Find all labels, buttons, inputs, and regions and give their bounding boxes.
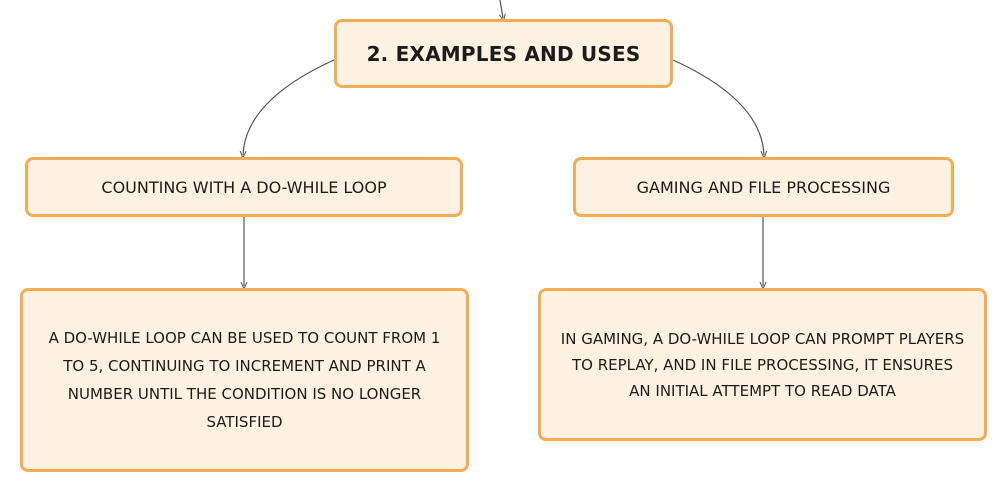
detail-node-counting-text: A DO-WHILE LOOP CAN BE USED TO COUNT FRO… xyxy=(48,329,441,431)
branch-node-counting-label: COUNTING WITH A DO-WHILE LOOP xyxy=(101,177,387,197)
root-node-label: 2. EXAMPLES AND USES xyxy=(366,41,641,66)
connector-root-to-right-branch xyxy=(672,59,764,155)
detail-node-gaming[interactable]: IN GAMING, A DO-WHILE LOOP CAN PROMPT PL… xyxy=(538,288,987,441)
branch-node-counting[interactable]: COUNTING WITH A DO-WHILE LOOP xyxy=(25,157,463,217)
detail-node-gaming-text: IN GAMING, A DO-WHILE LOOP CAN PROMPT PL… xyxy=(560,329,965,400)
connector-from-parent xyxy=(500,0,503,18)
detail-node-counting[interactable]: A DO-WHILE LOOP CAN BE USED TO COUNT FRO… xyxy=(20,288,469,472)
root-node[interactable]: 2. EXAMPLES AND USES xyxy=(334,19,673,88)
branch-node-gaming[interactable]: GAMING AND FILE PROCESSING xyxy=(573,157,954,217)
branch-node-gaming-label: GAMING AND FILE PROCESSING xyxy=(636,177,891,197)
connector-root-to-left-branch xyxy=(243,59,335,155)
